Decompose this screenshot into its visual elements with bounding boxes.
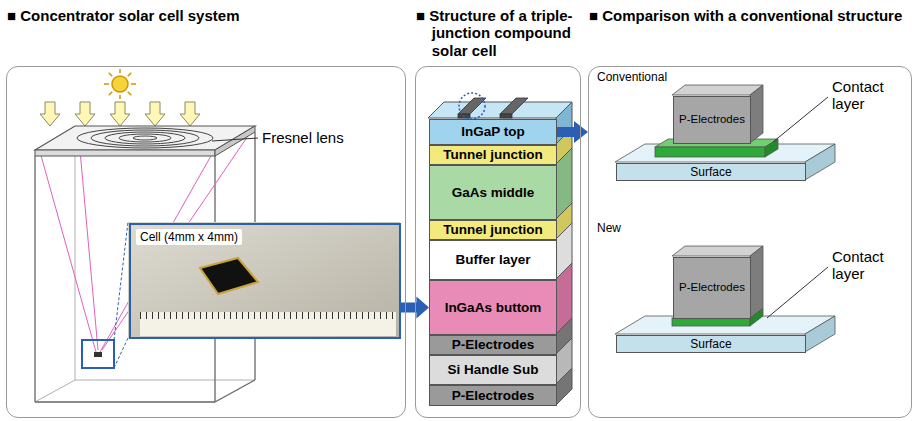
cell-photo-frame: Cell (4mm x 4mm) <box>129 223 401 339</box>
part-block: P-Electrodes <box>673 257 751 319</box>
part-label: Fresnel lens <box>262 129 344 146</box>
layer-name: Tunnel junction <box>443 223 542 237</box>
cell-photo <box>128 222 400 338</box>
panel-heading: ■ Structure of a triple-junction compoun… <box>416 7 602 59</box>
layer-name: InGaP top <box>461 125 525 139</box>
conventional-structure <box>615 85 835 180</box>
layer-name: P-Electrodes <box>452 338 535 352</box>
part-label: New <box>597 222 621 236</box>
fresnel-lens <box>35 126 255 156</box>
leader-line <box>773 97 828 142</box>
layer-name: GaAs middle <box>452 186 535 200</box>
layer-band: Si Handle Sub <box>429 355 557 385</box>
block-arrow <box>557 121 588 143</box>
part-name: P-Electrodes <box>679 282 745 294</box>
part-label: Contact layer <box>832 248 908 283</box>
layer-name: P-Electrodes <box>452 389 535 403</box>
layer-name: InGaAs buttom <box>445 301 542 315</box>
cell-marker <box>82 222 128 368</box>
panel-frame: ■ Comparison with a conventional structu… <box>588 66 912 418</box>
stack-faces <box>428 102 572 405</box>
part-name: Surface <box>690 338 731 350</box>
layer-band: Tunnel junction <box>429 145 557 165</box>
layer-band: Tunnel junction <box>429 220 557 240</box>
part-block: Surface <box>616 335 806 353</box>
part-block: P-Electrodes <box>673 96 751 144</box>
part-name: Surface <box>690 166 731 178</box>
new-structure <box>615 246 835 352</box>
part-label: Contact layer <box>832 78 908 113</box>
light-arrows <box>40 102 200 126</box>
layer-name: Buffer layer <box>455 253 530 267</box>
photo-caption: Cell (4mm x 4mm) <box>136 229 242 245</box>
panel-frame: ■ Concentrator solar cell systemCell (4m… <box>6 66 406 418</box>
part-label: Conventional <box>597 71 667 85</box>
panel-heading: ■ Concentrator solar cell system <box>7 7 419 24</box>
layer-band: GaAs middle <box>429 165 557 220</box>
panel-frame: ■ Structure of a triple-junction compoun… <box>415 66 581 418</box>
leader-line <box>767 267 828 318</box>
layer-band: Buffer layer <box>429 240 557 280</box>
layer-band: P-Electrodes <box>429 335 557 355</box>
part-block: Surface <box>616 163 806 181</box>
part-name: P-Electrodes <box>679 114 745 126</box>
detail-circle <box>459 93 485 119</box>
layer-name: Si Handle Sub <box>448 363 539 377</box>
layer-band: InGaAs buttom <box>429 280 557 335</box>
layer-band: P-Electrodes <box>429 385 557 406</box>
sun-icon <box>104 69 136 99</box>
top-electrodes <box>458 98 528 118</box>
panel-heading: ■ Comparison with a conventional structu… <box>589 7 917 24</box>
layer-name: Tunnel junction <box>443 148 542 162</box>
leader-line <box>212 138 258 141</box>
layer-band: InGaP top <box>429 119 557 145</box>
